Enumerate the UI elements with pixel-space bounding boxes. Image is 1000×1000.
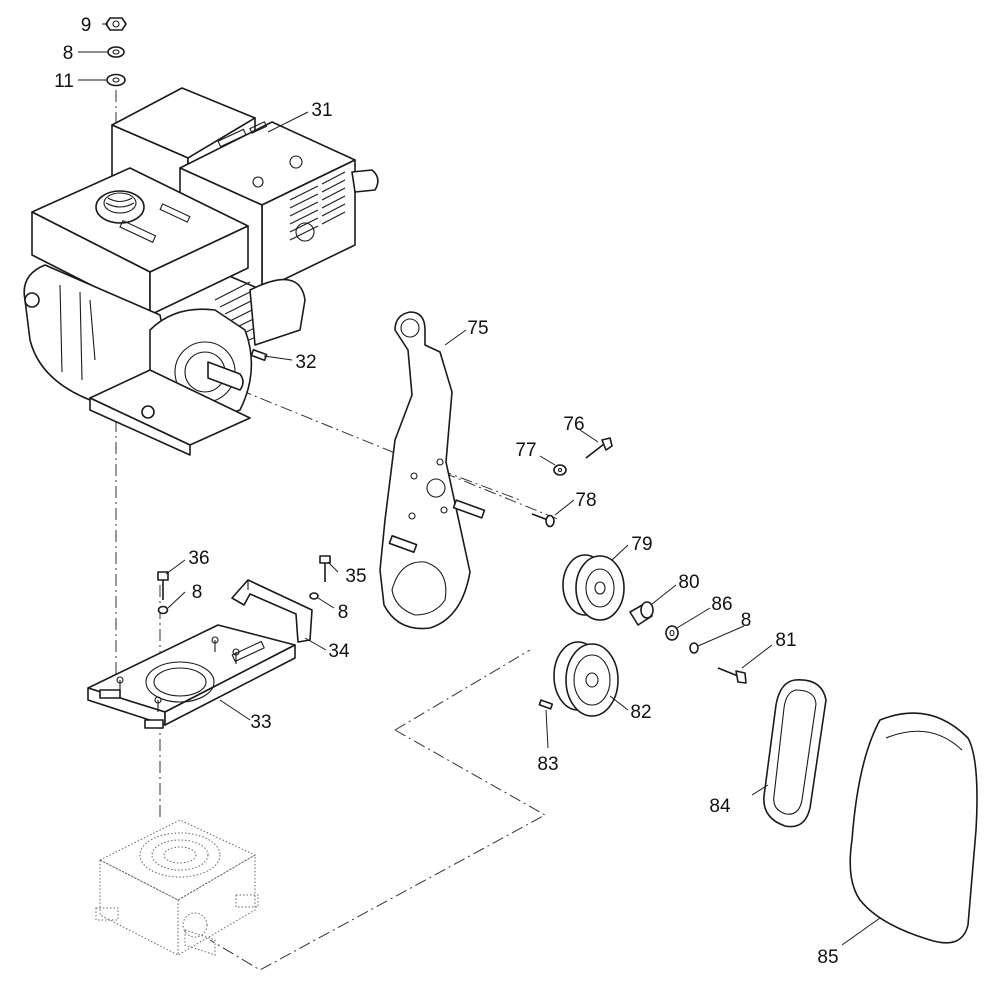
washer-8-pulley (689, 642, 699, 654)
callout-8-d: 8 (338, 602, 349, 623)
bracket-75 (379, 311, 486, 630)
callout-11: 11 (54, 71, 74, 92)
cover-85 (849, 712, 978, 944)
callout-35: 35 (345, 566, 366, 587)
callout-78: 78 (575, 490, 596, 511)
callout-32: 32 (295, 352, 316, 373)
handle-34 (231, 579, 313, 643)
leader-lines (78, 23, 881, 946)
callout-76: 76 (563, 414, 584, 435)
callout-83: 83 (537, 754, 558, 775)
key-32 (250, 348, 268, 362)
base-plate-33 (87, 624, 296, 729)
callout-75: 75 (467, 318, 488, 339)
washer-77 (553, 464, 567, 476)
callout-77: 77 (515, 440, 536, 461)
engine-31 (23, 87, 379, 456)
callout-36: 36 (188, 548, 209, 569)
callout-81: 81 (775, 630, 796, 651)
bolt-36 (157, 571, 169, 600)
callout-84: 84 (709, 796, 731, 817)
callout-85: 85 (817, 947, 838, 968)
key-83 (538, 699, 554, 710)
callout-8-b: 8 (741, 610, 752, 631)
callout-82: 82 (630, 702, 651, 723)
bushing-80 (629, 601, 654, 626)
screw-78 (531, 513, 555, 528)
callout-9: 9 (81, 15, 92, 36)
callout-labels: 9 8 11 31 32 75 76 77 78 79 80 86 8 81 8… (54, 15, 838, 968)
bolt-76 (585, 437, 613, 459)
callout-31: 31 (311, 100, 332, 121)
bolt-35 (319, 555, 331, 582)
gearbox-ghost (95, 819, 259, 956)
washer-8-top (107, 46, 125, 58)
bolt-81 (717, 667, 747, 684)
callout-86: 86 (711, 594, 732, 615)
pulley-82 (553, 641, 619, 717)
callout-8-a: 8 (63, 43, 74, 64)
washer-8-base-left (157, 605, 169, 615)
pulley-79 (562, 554, 625, 621)
callout-33: 33 (250, 712, 271, 733)
nut-9 (105, 17, 127, 31)
washer-8-base-right (309, 592, 319, 600)
callout-79: 79 (631, 534, 652, 555)
callout-8-c: 8 (192, 582, 203, 603)
callout-80: 80 (678, 572, 699, 593)
belt-84 (763, 679, 827, 828)
washer-11 (106, 73, 126, 87)
callout-34: 34 (328, 641, 350, 662)
washer-86 (665, 625, 679, 641)
